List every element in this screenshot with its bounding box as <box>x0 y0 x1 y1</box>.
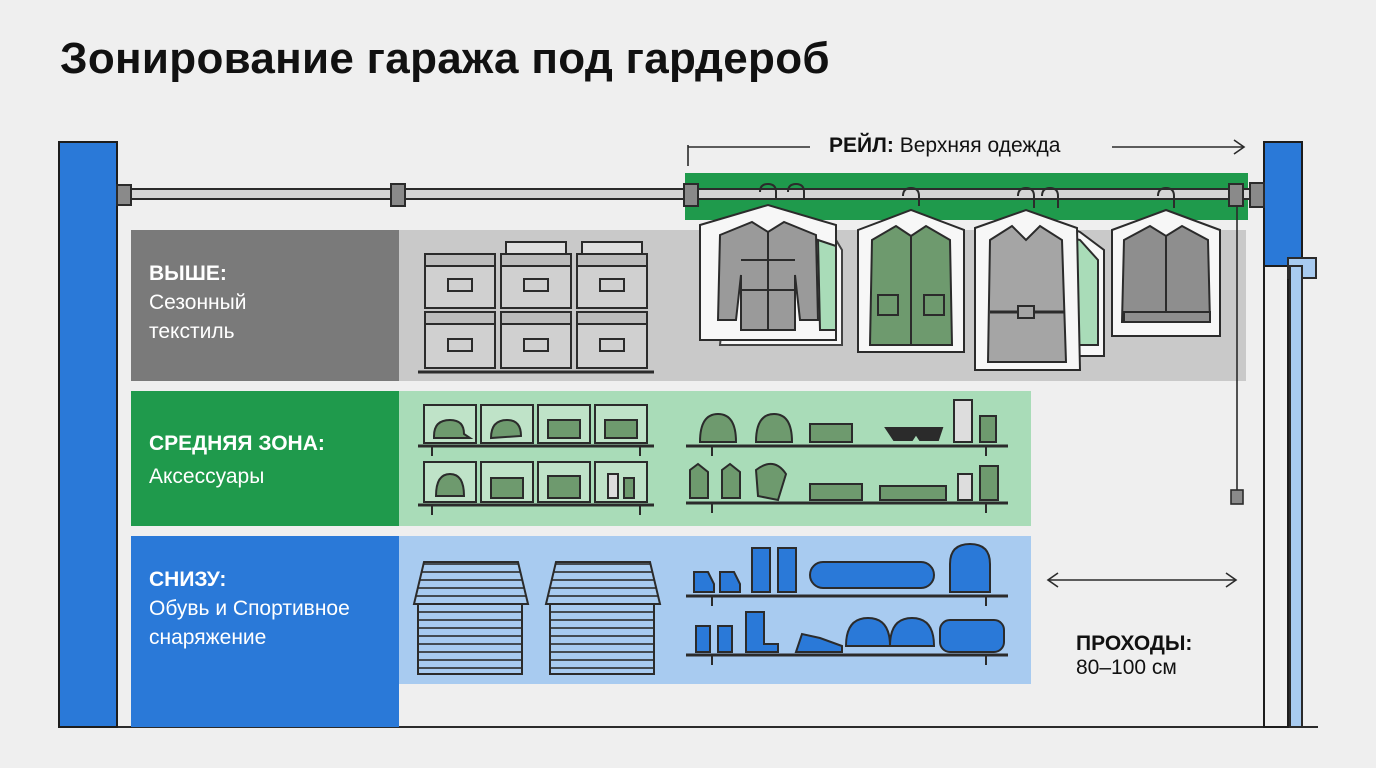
folded-cloth-icon <box>547 419 581 439</box>
page-title: Зонирование гаража под гардероб <box>60 34 830 83</box>
pull-cord-handle <box>1230 489 1244 505</box>
rail-label: РЕЙЛ: Верхняя одежда <box>829 134 1060 158</box>
boot-icon <box>751 547 771 593</box>
right-wall-bracket <box>1263 141 1303 267</box>
storage-box-icon <box>576 311 648 369</box>
rail-label-heading: РЕЙЛ: <box>829 134 894 157</box>
puffer-jacket-icon <box>699 182 843 346</box>
upper-zone-label-bg <box>131 230 399 381</box>
left-wall-post <box>58 141 118 728</box>
bomber-jacket-icon <box>1111 186 1221 337</box>
zone-label-lower: СНИЗУ: Обувь и Спортивное снаряжение <box>131 568 399 652</box>
zone-heading: ВЫШЕ: <box>149 262 227 285</box>
zone-description-line: текстиль <box>149 320 235 343</box>
lower-storage <box>412 542 1008 675</box>
hanging-coats <box>699 182 1221 371</box>
boot-icon <box>717 625 733 653</box>
storage-box-icon <box>424 311 496 369</box>
cap-icon <box>433 418 474 439</box>
storage-chest-icon <box>544 561 662 675</box>
aisle-width-arrow <box>1046 572 1238 588</box>
trench-coat-icon <box>974 186 1105 371</box>
zone-heading: СРЕДНЯЯ ЗОНА: <box>149 432 325 455</box>
duffel-bag-icon <box>939 619 1005 653</box>
boot-icon <box>695 625 711 653</box>
bottle-icon <box>623 477 635 499</box>
storage-box-icon <box>500 311 572 369</box>
rod-support <box>683 183 699 207</box>
bottle-icon <box>979 415 997 443</box>
sneaker-icon <box>693 571 715 593</box>
folded-cloth-icon <box>604 419 638 439</box>
scarf-icon <box>809 483 863 501</box>
zone-description-line: снаряжение <box>149 626 267 649</box>
backpack-icon <box>949 542 991 593</box>
beanie-icon <box>698 412 738 443</box>
zone-heading: СНИЗУ: <box>149 568 227 591</box>
storage-boxes <box>418 241 654 374</box>
glove-icon <box>721 462 741 499</box>
rail-label-text: Верхняя одежда <box>899 134 1061 157</box>
beanie-icon <box>754 412 794 443</box>
bottle-icon <box>957 473 973 501</box>
storage-box-icon <box>424 253 496 309</box>
beanie-icon <box>434 472 466 497</box>
zone-description-line: Аксессуары <box>149 465 265 488</box>
right-wall-post <box>1263 265 1289 728</box>
parka-coat-icon <box>857 186 965 353</box>
right-door-frame <box>1289 265 1303 728</box>
boot-icon <box>777 547 797 593</box>
storage-box-icon <box>500 241 572 309</box>
skateboard-icon <box>809 561 935 589</box>
aisle-width-value: 80–100 см <box>1076 656 1177 679</box>
aisle-label: ПРОХОДЫ: 80–100 см <box>1076 632 1192 680</box>
sunscreen-icon <box>953 399 973 443</box>
scarf-icon <box>754 463 788 502</box>
rail-dimension-line <box>687 139 1246 166</box>
helmet-icon <box>888 616 936 647</box>
envelope-icon <box>547 475 581 499</box>
lower-zone-label-bg <box>131 536 399 727</box>
zone-label-upper: ВЫШЕ: Сезонный текстиль <box>131 262 399 346</box>
rod-support <box>1228 183 1244 207</box>
storage-chest-icon <box>412 561 530 675</box>
aisle-heading: ПРОХОДЫ: <box>1076 632 1193 655</box>
sunglasses-icon <box>884 427 944 441</box>
cap-icon <box>489 418 523 440</box>
glove-icon <box>689 462 709 499</box>
zone-description-line: Сезонный <box>149 291 247 314</box>
scarf-icon <box>809 423 853 443</box>
folded-cloth-icon <box>490 477 524 499</box>
rod-support <box>390 183 406 207</box>
sneaker-icon <box>719 571 741 593</box>
rain-boot-icon <box>745 611 779 653</box>
belt-icon <box>879 485 947 501</box>
accessory-shelves <box>418 399 1008 515</box>
helmet-icon <box>844 616 892 647</box>
middle-zone-label-bg <box>131 391 399 526</box>
rod-end-left <box>116 184 132 206</box>
sneaker-icon <box>794 632 843 653</box>
zone-description-line: Обувь и Спортивное <box>149 597 350 620</box>
bottle-icon <box>979 465 999 501</box>
zone-label-middle: СРЕДНЯЯ ЗОНА: Аксессуары <box>131 432 399 491</box>
rod-end-right <box>1249 182 1265 208</box>
storage-box-icon <box>576 241 648 309</box>
bottle-icon <box>607 473 619 499</box>
